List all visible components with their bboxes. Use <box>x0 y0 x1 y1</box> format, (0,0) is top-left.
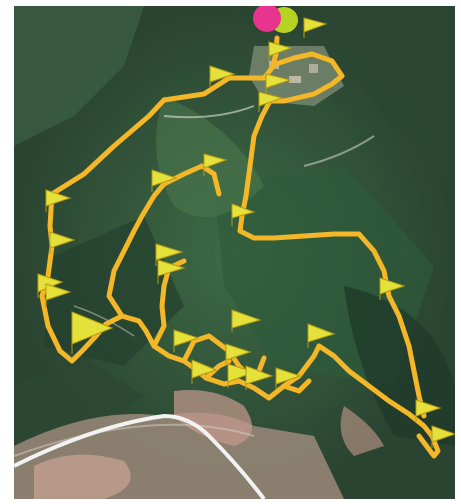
flag-icon[interactable] <box>258 91 284 112</box>
flag-icon[interactable] <box>155 243 184 266</box>
flag-icon[interactable] <box>225 343 252 366</box>
flag-icon[interactable] <box>173 329 200 352</box>
flag-icon[interactable] <box>231 203 256 226</box>
flag-icon[interactable] <box>49 231 76 254</box>
flag-icon[interactable] <box>431 425 455 448</box>
flag-icon[interactable] <box>227 363 256 388</box>
flag-icon[interactable] <box>379 277 406 300</box>
flag-icon[interactable] <box>265 73 292 94</box>
flag-icon[interactable] <box>245 365 274 390</box>
flag-icon[interactable] <box>268 41 293 62</box>
flag-icon[interactable] <box>45 283 72 308</box>
pin-marker-icon[interactable] <box>253 6 281 32</box>
flag-icon[interactable] <box>191 359 218 384</box>
flag-icon[interactable] <box>303 17 328 38</box>
flag-icon[interactable] <box>415 399 442 422</box>
waypoint-flags <box>37 17 455 448</box>
start-markers <box>253 6 298 33</box>
flag-icon[interactable] <box>209 65 236 88</box>
flag-icon[interactable] <box>71 311 114 354</box>
flag-icon[interactable] <box>45 189 72 212</box>
flag-icon[interactable] <box>231 309 262 332</box>
flag-icon[interactable] <box>275 367 302 390</box>
map-canvas <box>14 6 455 499</box>
flag-icon[interactable] <box>203 153 228 176</box>
flag-icon[interactable] <box>157 259 186 284</box>
flag-icon[interactable] <box>151 169 178 192</box>
satellite-map[interactable] <box>14 6 455 499</box>
road <box>14 413 266 499</box>
flag-icon[interactable] <box>307 323 336 348</box>
